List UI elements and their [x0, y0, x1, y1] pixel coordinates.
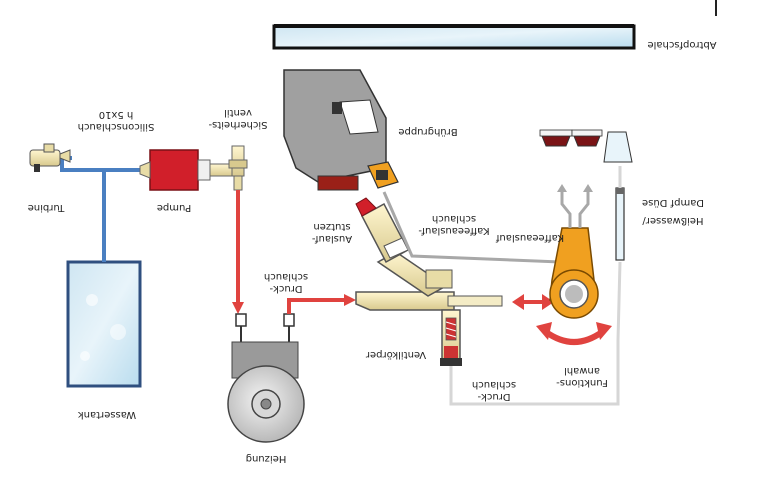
wassertank: [66, 260, 142, 388]
label-druckschlauch-unten-1: Druck-: [477, 391, 510, 402]
label-kaffeeauslaufschlauch-1: Kaffeeauslauf-: [418, 225, 490, 236]
heizung: [227, 313, 305, 443]
funktionsanwahl-arrows: [536, 322, 612, 345]
double-arrow: [512, 294, 554, 310]
label-funktionsanwahl-1: Funktions-: [556, 377, 608, 388]
label-kaffeeauslaufschlauch-2: schlauch: [432, 213, 476, 224]
heisswasser-duese: [615, 187, 625, 261]
abtropfschale: [272, 24, 636, 50]
sicherheitsventil: [228, 145, 248, 191]
labels: Wassertank Heizung Turbine Pumpe Silicon…: [28, 39, 717, 464]
label-auslaufstutzen-1: Auslauf-: [312, 233, 353, 244]
label-heisswasser-2: Dampf Düse: [642, 197, 704, 208]
label-ventilkoerper: Ventilkörper: [365, 349, 426, 360]
label-druckschlauch-oben-1: Druck-: [269, 283, 302, 294]
label-heisswasser-1: Heißwasser/: [642, 215, 704, 226]
kaffeeauslauf: [549, 184, 599, 319]
label-druckschlauch-oben-2: schlauch: [264, 271, 308, 282]
label-siliconschlauch: Siliconschlauch: [78, 121, 155, 132]
label-kaffeeauslauf: Kaffeeauslauf: [495, 232, 564, 243]
turbine: [29, 143, 71, 172]
pumpe: [139, 149, 233, 191]
label-auslaufstutzen-2: stutzen: [313, 221, 350, 232]
label-abtropfschale: Abtropfschale: [647, 39, 716, 50]
label-wassertank: Wassertank: [78, 409, 136, 420]
label-sicherheitsventil-1: Sicherheits-: [208, 119, 267, 130]
label-heizung: Heizung: [246, 453, 287, 464]
label-druckschlauch-unten-2: schlauch: [472, 379, 516, 390]
water-lines: [60, 156, 150, 262]
label-siliconschlauch-size: h 5x10: [99, 109, 134, 120]
bruehgruppe: [283, 69, 399, 191]
hot-line-right: [287, 294, 356, 314]
label-bruehgruppe: Brühgruppe: [398, 126, 457, 137]
label-pumpe: Pumpe: [157, 202, 191, 213]
ventilkoerper: [355, 251, 503, 366]
label-sicherheitsventil-2: ventil: [224, 107, 252, 118]
cups: [539, 129, 633, 163]
label-turbine: Turbine: [28, 202, 66, 213]
grey-lines-lower: [449, 166, 622, 406]
hot-line-left: [232, 190, 244, 314]
label-funktionsanwahl-2: anwahl: [564, 365, 600, 376]
